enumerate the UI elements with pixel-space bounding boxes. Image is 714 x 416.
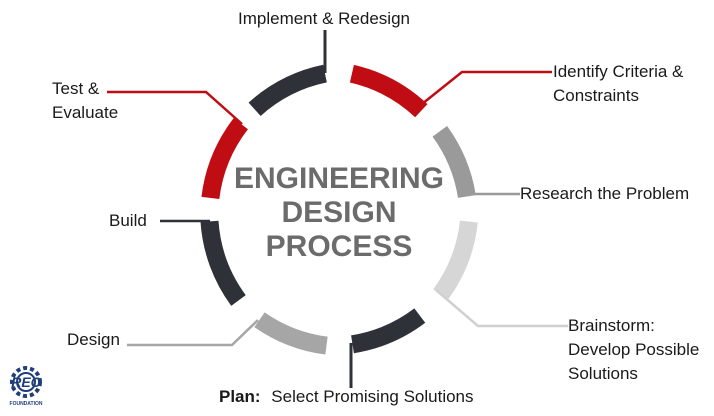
- label-plan-prefix: Plan:: [219, 387, 261, 406]
- label-plan: Plan: Select Promising Solutions: [219, 385, 474, 409]
- label-implement-redesign: Implement & Redesign: [238, 9, 410, 28]
- center-title-line-1: ENGINEERING: [234, 162, 444, 195]
- rec-foundation-logo: REC FOUNDATION: [10, 366, 43, 407]
- arc-brainstorm: [433, 220, 478, 301]
- label-identify-criteria: Identify Criteria & Constraints: [553, 62, 684, 105]
- label-brainstorm: Brainstorm: Develop Possible Solutions: [568, 316, 700, 383]
- arc-build: [200, 220, 246, 306]
- connector-brainstorm: [435, 289, 568, 328]
- connector-test: [107, 90, 243, 125]
- arc-design: [254, 312, 328, 355]
- arc-identify-criteria: [349, 64, 428, 118]
- label-test-evaluate: Test & Evaluate: [52, 79, 119, 122]
- arc-test-evaluate: [201, 118, 249, 200]
- center-title-line-3: PROCESS: [266, 230, 413, 263]
- label-build: Build: [109, 211, 147, 230]
- gear-icon: [10, 366, 42, 398]
- arc-research-problem: [432, 125, 476, 199]
- connector-identify: [421, 70, 552, 105]
- label-design: Design: [67, 330, 120, 349]
- label-plan-text: Select Promising Solutions: [271, 387, 474, 406]
- logo-text: REC: [11, 374, 41, 390]
- label-research-problem: Research the Problem: [520, 184, 690, 203]
- connector-design: [127, 319, 259, 347]
- arc-implement-redesign: [248, 64, 328, 117]
- center-title-line-2: DESIGN: [281, 196, 396, 229]
- logo-subtext: FOUNDATION: [10, 401, 43, 407]
- arc-plan: [350, 308, 426, 354]
